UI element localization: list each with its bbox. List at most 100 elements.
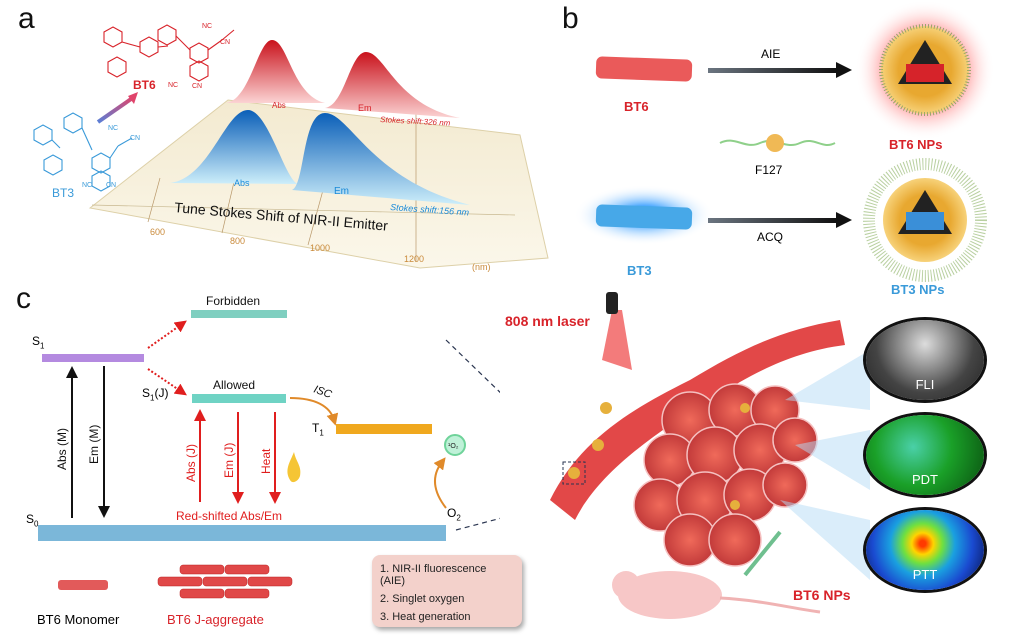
allowed-level [192,394,286,403]
aie-arrowhead [836,62,852,78]
s0-label: S0 [26,512,38,528]
bt3-molecule [33,112,133,192]
t1-symbol: T [312,421,320,435]
x-tick-800: 800 [230,236,245,246]
bt3-label: BT3 [627,263,652,278]
aggregate-legend [58,564,293,599]
effects-box: 1. NIR-II fluorescence (AIE) 2. Singlet … [372,555,522,627]
forbidden-transition-arrow [147,320,187,349]
conversion-arrowhead [128,92,138,104]
bt6-stokes-shift: Stokes shift:326 nm [380,115,451,128]
s1j-symbol: S [142,386,151,400]
s0-level [38,525,446,541]
o2-arrow [433,457,447,509]
bt6-em-label: Em [358,103,372,113]
gridline [91,204,516,216]
blood-vessel [550,320,845,520]
acq-label: ACQ [757,230,784,244]
em-j-label: Em (J) [222,443,236,478]
s1-subscript: 1 [40,341,45,351]
s1j-subscript: 1 [150,393,155,403]
s1-symbol: S [32,334,41,348]
j-aggregate-label: BT6 J-aggregate [167,612,264,627]
bt6-label: BT6 [624,99,649,114]
aie-arrow [708,68,836,73]
pdt-label: PDT [912,472,938,487]
ptt-label: PTT [912,567,938,582]
bt6-molecule [103,24,235,82]
panel-c-letter: c [16,282,31,315]
s1-label: S1 [32,334,44,350]
panel-b-graphic [574,0,995,282]
singlet-oxygen-icon [444,434,466,456]
bt3-cn-label-2: CN [106,182,116,189]
allowed-label: Allowed [213,378,255,392]
syringe [743,530,782,577]
bt6-nc-label-2: NC [168,82,178,89]
s0-subscript: 0 [34,519,39,529]
isc-arrow [289,397,339,426]
tumor-cells [633,383,818,567]
bt3-nc-label: NC [108,125,118,132]
bt6-em-peak [325,52,460,118]
monomer-label: BT6 Monomer [37,612,120,627]
abs-j-label: Abs (J) [184,444,198,482]
aie-label: AIE [761,47,781,61]
injection-label: BT6 NPs [793,587,851,603]
bt3-em-peak [292,113,470,205]
bt6-rod [595,56,693,82]
nanoparticles [568,402,750,510]
o2-symbol: O [447,506,457,520]
gridline [221,181,235,234]
t1-subscript: 1 [319,428,324,438]
flame-icon [287,452,301,483]
bt6-nc-label: NC [202,23,212,30]
acq-arrowhead [836,212,852,228]
effect-item: 3. Heat generation [380,611,471,623]
callout-line [455,517,500,531]
acq-arrow [708,218,836,223]
f127-label: F127 [755,163,783,177]
bt3-abs-label: Abs [234,178,250,188]
heat-label: Heat [259,448,273,474]
singlet-oxygen-label: ¹O₂ [448,443,459,450]
isc-label: ISC [312,384,333,402]
forbidden-label: Forbidden [206,294,260,308]
x-tick-1200: 1200 [404,254,424,264]
bt3-molecule-label: BT3 [52,186,74,200]
red-shifted-label: Red-shifted Abs/Em [176,509,282,523]
laser-beam [602,310,632,370]
bt6-abs-peak [226,40,325,103]
bt3-abs-peak [170,110,298,184]
tumor-illustration [550,292,870,619]
t1-label: T1 [312,421,324,437]
callout-line [445,339,500,394]
panel-a-letter: a [18,2,35,35]
abs-m-label: Abs (M) [55,428,69,470]
bt6-cn-label: CN [220,39,230,46]
mouse [618,571,722,619]
t1-level [336,424,432,434]
bt6-nps-label: BT6 NPs [889,137,943,152]
conversion-arrow [96,95,136,124]
bt3-rod [595,204,693,230]
em-m-label: Em (M) [87,425,101,464]
laser-device [606,292,618,314]
effect-item: 1. NIR-II fluorescence (AIE) [380,563,487,587]
f127-core [766,134,784,152]
panel-a-graphic: NC CN NC CN BT6 NC CN NC CN BT3 Abs Em S… [33,23,549,272]
gridline [147,177,161,223]
monomer-rod [58,580,108,590]
s1j-suffix: (J) [154,386,169,400]
x-tick-1000: 1000 [310,243,330,253]
bt3-nc-label-2: NC [82,182,92,189]
s1-level [42,354,144,362]
s0-symbol: S [26,512,35,526]
bt3-cn-label: CN [130,135,140,142]
s1j-label: S1(J) [142,386,168,402]
effect-item: 2. Singlet oxygen [380,593,465,605]
x-tick-600: 600 [150,227,165,237]
bt3-em-label: Em [334,186,349,197]
bt3-nps-label: BT3 NPs [891,282,945,297]
ptt-image: PTT [866,510,984,590]
